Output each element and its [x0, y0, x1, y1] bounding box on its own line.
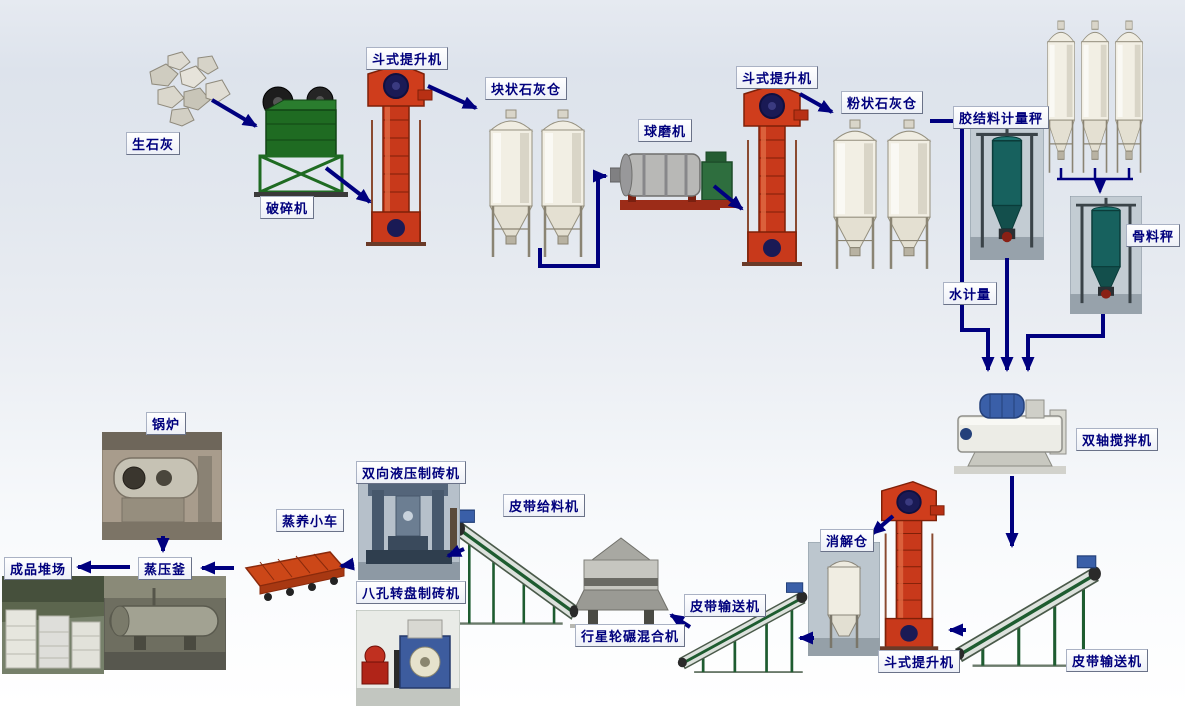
aggregate-silos-image: [1044, 18, 1146, 182]
finished-product-yard-image: [2, 576, 104, 674]
digestion-silo-image: [808, 542, 880, 656]
boiler-image: [102, 432, 222, 540]
twin-shaft-mixer-image: [946, 382, 1074, 476]
label-finished-product-yard: 成品堆场: [4, 557, 73, 580]
label-quicklime: 生石灰: [126, 132, 181, 155]
label-crusher: 破碎机: [260, 196, 315, 219]
label-digestion-silo: 消解仓: [820, 529, 875, 552]
steam-curing-cart-image: [238, 542, 350, 608]
belt-conveyor-mid-image: [676, 578, 810, 674]
aggregate-scale-image: [1070, 196, 1142, 314]
label-autoclave: 蒸压釜: [138, 557, 193, 580]
jaw-crusher-image: [254, 82, 348, 198]
label-hydraulic-brick-machine: 双向液压制砖机: [356, 461, 467, 484]
label-binder-metering-scale: 胶结料计量秤: [953, 106, 1050, 129]
hydraulic-brick-machine-image: [358, 478, 460, 580]
powder-lime-silos-image: [830, 116, 934, 276]
label-ball-mill: 球磨机: [638, 119, 693, 142]
label-powder-lime-silo: 粉状石灰仓: [841, 91, 924, 114]
label-belt-feeder: 皮带给料机: [503, 494, 586, 517]
label-planetary-wheel-mill-mixer: 行星轮碾混合机: [575, 624, 686, 647]
lump-lime-silos-image: [486, 106, 588, 264]
label-belt-conveyor-right: 皮带输送机: [1066, 649, 1149, 672]
binder-scale-image: [970, 124, 1044, 260]
label-boiler: 锅炉: [146, 412, 187, 435]
belt-feeder-image: [452, 504, 580, 626]
ball-mill-image: [610, 134, 738, 218]
label-twin-shaft-mixer: 双轴搅拌机: [1076, 428, 1159, 451]
label-steam-curing-cart: 蒸养小车: [276, 509, 345, 532]
planetary-mixer-image: [568, 536, 674, 630]
bucket-elevator-3-image: [872, 478, 946, 650]
label-aggregate-scale: 骨料秤: [1126, 224, 1181, 247]
autoclave-image: [104, 576, 226, 670]
label-belt-conveyor-mid: 皮带输送机: [684, 594, 767, 617]
bucket-elevator-2-image: [734, 80, 810, 266]
label-rotary-brick-machine: 八孔转盘制砖机: [356, 581, 467, 604]
label-water-metering: 水计量: [943, 282, 998, 305]
label-bucket-elevator-1: 斗式提升机: [366, 47, 449, 70]
bucket-elevator-1-image: [358, 60, 434, 246]
quicklime-pile-image: [138, 50, 238, 128]
rotary-brick-machine-image: [356, 610, 460, 706]
label-bucket-elevator-3: 斗式提升机: [878, 650, 961, 673]
label-lump-lime-silo: 块状石灰仓: [485, 77, 568, 100]
label-bucket-elevator-2: 斗式提升机: [736, 66, 819, 89]
